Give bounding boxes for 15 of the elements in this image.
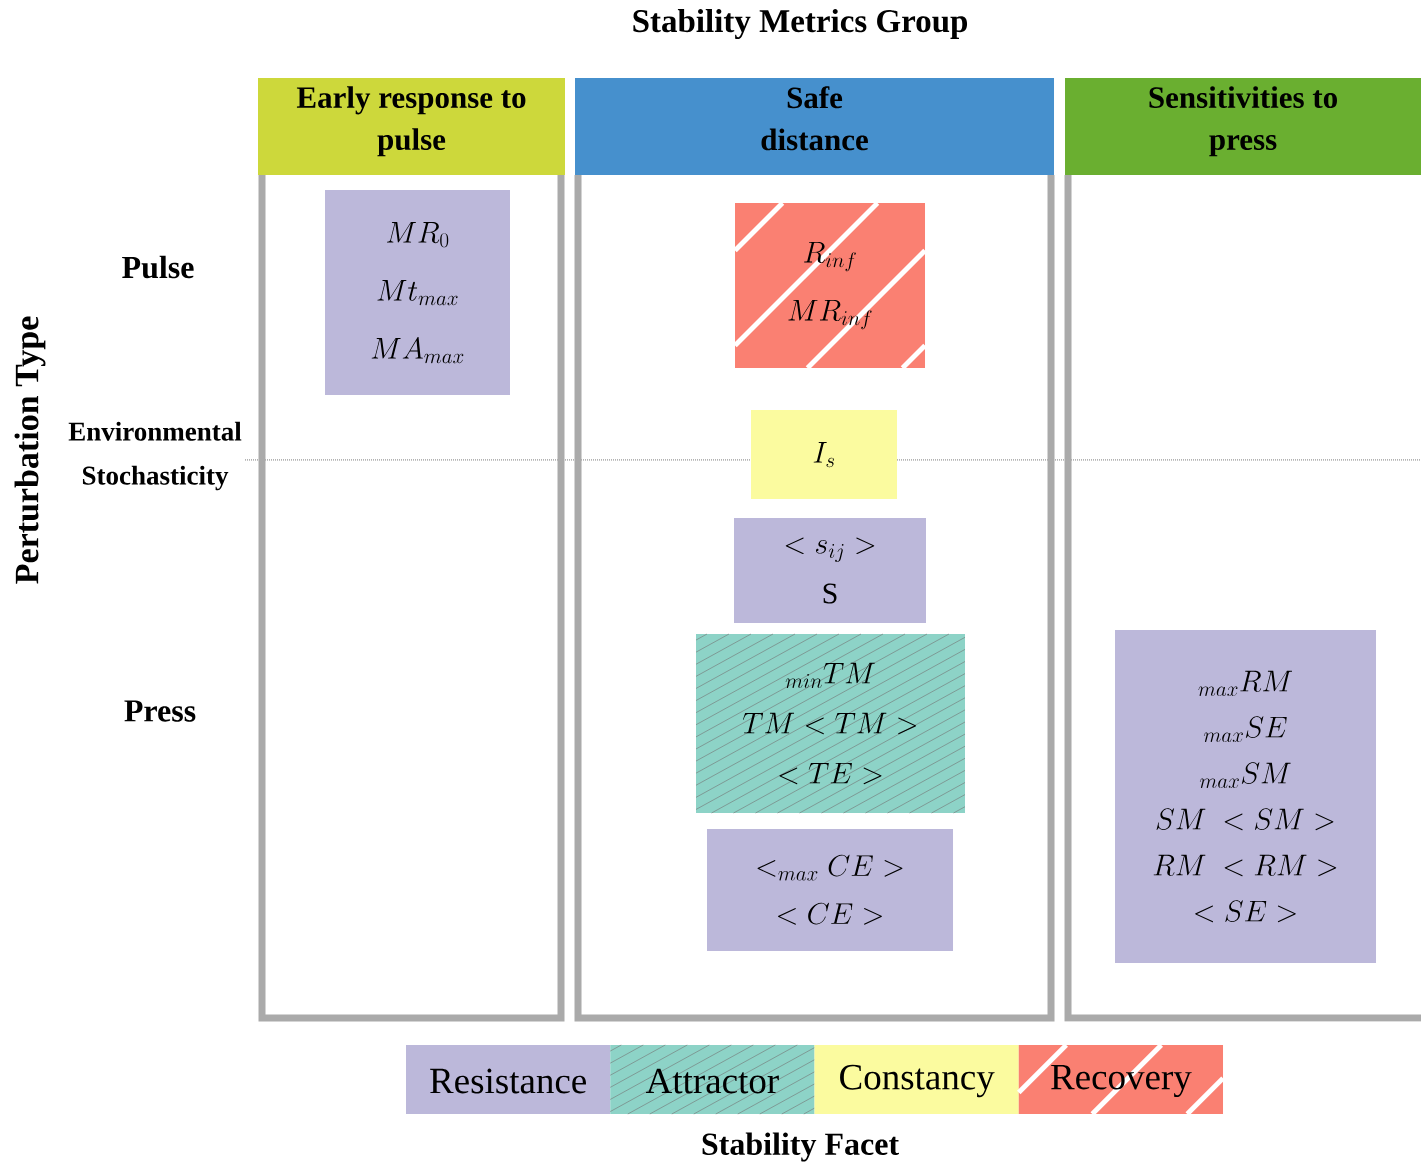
title: Stability Metrics Group [633,9,968,39]
metric-box: $<_{max} CE >$ $< CE >$ [707,829,953,951]
legend-label: Constancy [840,1064,995,1098]
metric-box: $I_s$ [751,410,897,499]
legend-label: Resistance [430,1068,586,1094]
axis-title: Stability Facet [702,1132,899,1162]
legend-label: Attractor [645,1068,779,1094]
metric-box: $MR_0$ $Mt_{max}$ $MA_{max}$ [325,190,510,395]
metric-box: ${}_{max}RM$ ${}_{max}SE$ ${}_{max}SM$ $SM\ < SM >$ $RM\ < RM >$ $< SE >$ [1115,630,1376,963]
metric-box: $< s_{ij} >$ $\mathrm{S}$ [734,518,926,623]
row-label: Environmental Stochasticity [68,421,242,491]
axis-title: Perturbation Type [14,316,46,584]
row-label: Pulse [122,255,194,279]
row-label: Press [124,700,196,722]
metric-box: ${}_{min}TM$ $TM < TM >$ $< TE >$ [695,633,966,814]
